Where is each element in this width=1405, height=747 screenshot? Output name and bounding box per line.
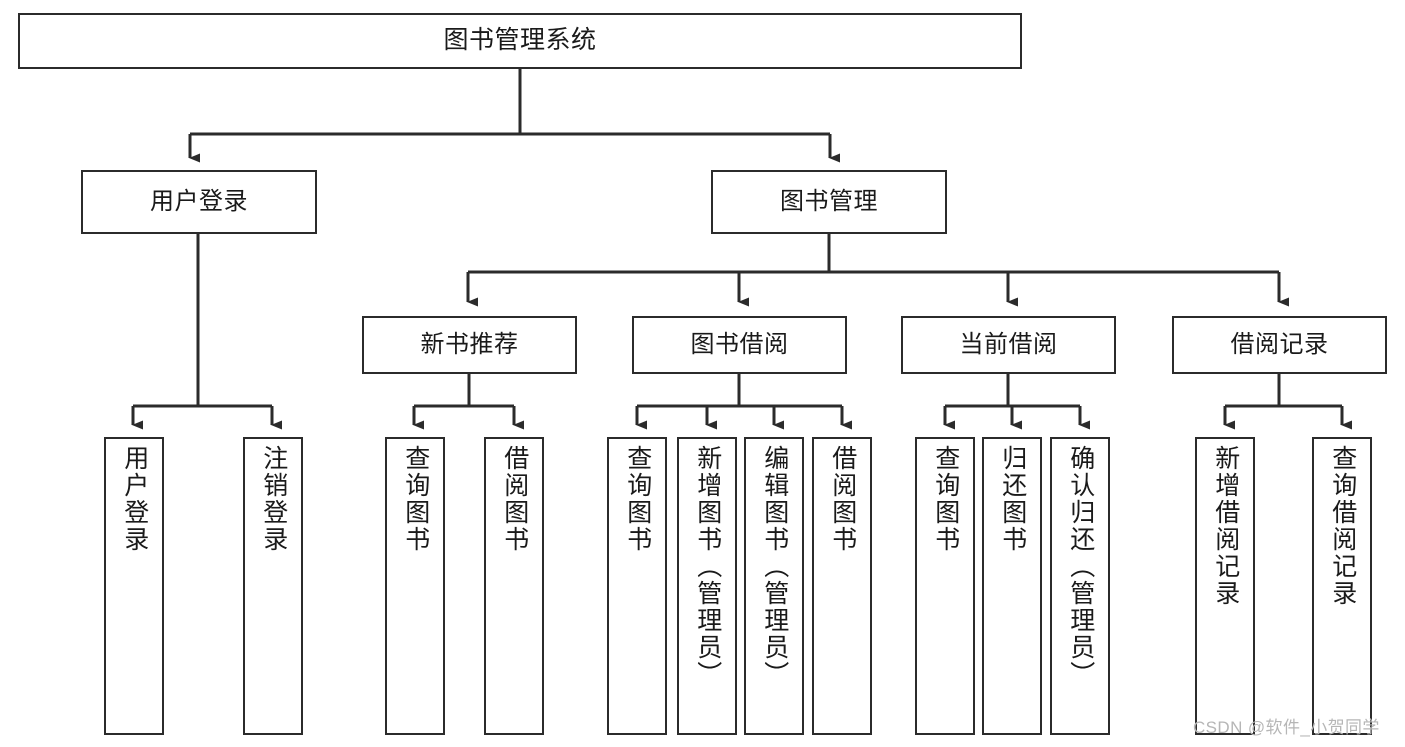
node-label: 借阅图书 (828, 445, 857, 553)
node-label: 新增图书（管理员） (693, 445, 722, 688)
node-root-system[interactable]: 图书管理系统 (18, 13, 1022, 69)
leaf-current-borrow-query-book[interactable]: 查询图书 (915, 437, 975, 735)
node-label: 图书管理 (780, 187, 878, 215)
csdn-watermark: CSDN @软件_小贺同学 (1193, 718, 1380, 737)
leaf-new-book-borrow-book[interactable]: 借阅图书 (484, 437, 544, 735)
leaf-book-borrow-add-book[interactable]: 新增图书（管理员） (677, 437, 737, 735)
node-label: 确认归还（管理员） (1066, 445, 1095, 688)
node-new-book-recommend[interactable]: 新书推荐 (362, 316, 577, 374)
node-user-login[interactable]: 用户登录 (81, 170, 317, 234)
leaf-current-borrow-confirm-return[interactable]: 确认归还（管理员） (1050, 437, 1110, 735)
node-label: 编辑图书（管理员） (760, 445, 789, 688)
leaf-book-borrow-borrow-book[interactable]: 借阅图书 (812, 437, 872, 735)
leaf-borrow-record-query-record[interactable]: 查询借阅记录 (1312, 437, 1372, 735)
node-label: 查询借阅记录 (1328, 445, 1357, 607)
leaf-book-borrow-query-book[interactable]: 查询图书 (607, 437, 667, 735)
node-current-borrow[interactable]: 当前借阅 (901, 316, 1116, 374)
node-label: 当前借阅 (959, 330, 1058, 358)
node-label: 用户登录 (120, 445, 149, 553)
node-label: 注销登录 (259, 445, 288, 553)
leaf-borrow-record-add-record[interactable]: 新增借阅记录 (1195, 437, 1255, 735)
node-book-borrow[interactable]: 图书借阅 (632, 316, 847, 374)
node-borrow-record[interactable]: 借阅记录 (1172, 316, 1387, 374)
node-label: 查询图书 (931, 445, 960, 553)
node-label: 查询图书 (623, 445, 652, 553)
leaf-user-login-logout[interactable]: 注销登录 (243, 437, 303, 735)
node-label: 图书借阅 (690, 330, 789, 358)
leaf-user-login-login[interactable]: 用户登录 (104, 437, 164, 735)
node-label: 归还图书 (998, 445, 1027, 553)
node-label: 查询图书 (401, 445, 430, 553)
node-label: 借阅记录 (1230, 330, 1329, 358)
leaf-current-borrow-return-book[interactable]: 归还图书 (982, 437, 1042, 735)
node-book-management[interactable]: 图书管理 (711, 170, 947, 234)
node-label: 图书管理系统 (443, 26, 597, 55)
leaf-new-book-query-book[interactable]: 查询图书 (385, 437, 445, 735)
node-label: 借阅图书 (500, 445, 529, 553)
node-label: 新书推荐 (420, 330, 519, 358)
leaf-book-borrow-edit-book[interactable]: 编辑图书（管理员） (744, 437, 804, 735)
node-label: 新增借阅记录 (1211, 445, 1240, 607)
node-label: 用户登录 (150, 187, 248, 215)
